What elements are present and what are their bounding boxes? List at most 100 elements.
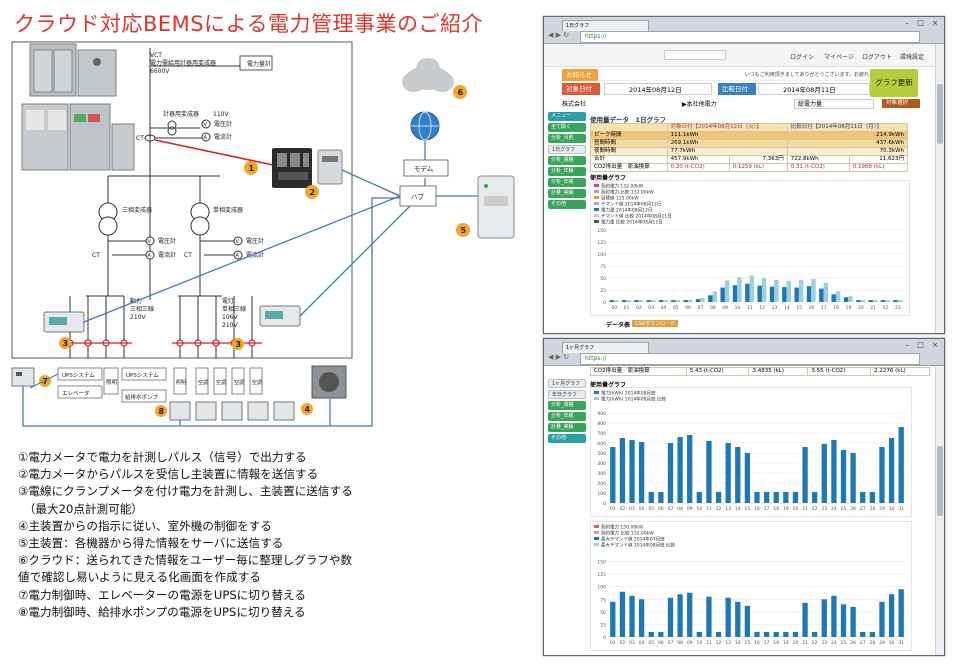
y-tick-label: 0 <box>603 501 606 507</box>
menu-logout[interactable]: ログアウト <box>862 54 893 61</box>
chart-bar <box>696 492 702 503</box>
x-tick-label: 04 <box>639 640 645 646</box>
legend-item: デマンド値 比較 2014年08月11日 <box>601 213 672 220</box>
scrollbar[interactable] <box>935 44 944 333</box>
clamp-meter-right <box>259 305 301 327</box>
address-bar[interactable]: https:// <box>580 31 920 43</box>
y-tick-label: 600 <box>597 441 606 447</box>
nav-results[interactable]: 計量_実績 <box>548 189 586 198</box>
browser-nav-icons[interactable]: ◀ ▶ ↻ <box>548 31 570 39</box>
y-tick-label: 800 <box>597 421 606 427</box>
x-tick-label: 18 <box>773 640 779 646</box>
nav-weekly[interactable]: 分析_週種 <box>548 401 586 410</box>
browser-window-monthly: 1ヶ月グラフ ◀ ▶ ↻ https:// – □ × CO2排出量 原油換算 … <box>543 338 945 656</box>
outdoor-unit <box>311 365 347 399</box>
browser-tab[interactable]: 1日グラフ <box>562 20 649 31</box>
scrollbar[interactable] <box>935 366 944 655</box>
chart-bar <box>812 492 818 503</box>
svg-text:6: 6 <box>458 88 464 97</box>
nav-daily-graph[interactable]: 1日グラフ <box>548 145 586 154</box>
x-tick-label: 06 <box>685 305 691 311</box>
x-tick-label: 27 <box>860 640 866 646</box>
x-tick-label: 09 <box>722 305 728 311</box>
x-tick-label: 20 <box>793 506 799 512</box>
nav-yearly[interactable]: 分析_年報 <box>548 167 586 176</box>
chart-bar <box>769 286 775 302</box>
chart-bar <box>869 492 875 503</box>
cubicle-photo-top <box>29 43 117 97</box>
target-select-button[interactable]: 対象選択 <box>882 99 920 108</box>
number-badge-5 <box>456 223 470 237</box>
vct-label: VCT <box>150 52 162 59</box>
nav-monthly[interactable]: 分析_月別 <box>548 134 586 143</box>
x-tick-label: 12 <box>716 506 722 512</box>
legend-item: デマンド値 2014年08月12日 <box>601 201 661 208</box>
chart-bar <box>648 631 654 637</box>
kind-select[interactable]: 総電力量 <box>794 99 874 109</box>
graph-update-button[interactable]: グラフ更新 <box>870 69 918 97</box>
usage-graph-title: 使用量グラフ <box>590 175 627 182</box>
chart-bar <box>856 300 861 302</box>
nav-monthly-graph[interactable]: 1ヶ月グラフ <box>548 379 586 388</box>
browser-tab[interactable]: 1ヶ月グラフ <box>562 342 649 353</box>
chart-bar <box>687 299 693 302</box>
nav-menu[interactable]: メニュー <box>548 112 586 121</box>
menu-login[interactable]: ログイン <box>790 54 815 61</box>
chart-bar <box>860 300 866 302</box>
y-tick-label: 50 <box>600 610 606 616</box>
number-badge-1 <box>244 161 258 175</box>
number-badge-2 <box>305 185 319 199</box>
ct-label-right: CT <box>184 252 192 259</box>
legend-item: 最大デマンド値 2014年08月度 比較 <box>601 542 676 549</box>
nav-yearly[interactable]: 分析_年報 <box>548 412 586 421</box>
x-tick-label: 12 <box>716 640 722 646</box>
description-item: 値で確認し易いように見える化画面を作成する <box>18 570 261 585</box>
chart-bar <box>658 300 664 302</box>
x-tick-label: 11 <box>706 506 712 512</box>
window-controls[interactable]: – □ × <box>905 341 941 349</box>
target-date-field[interactable]: 2014年08月12日 <box>604 83 712 95</box>
number-badge-4 <box>301 403 313 415</box>
y-tick-label: 400 <box>597 461 606 467</box>
x-tick-label: 26 <box>850 640 856 646</box>
nav-weekly[interactable]: 分析_週種 <box>548 156 586 165</box>
chart-bar <box>648 492 654 503</box>
svg-text:106V: 106V <box>222 314 238 321</box>
elevator-label: エレベータ <box>62 389 90 397</box>
csv-download-button[interactable]: CSVダウンロード <box>632 320 679 327</box>
chart-bar <box>819 288 824 302</box>
x-tick-label: 14 <box>735 506 741 512</box>
x-tick-label: 30 <box>889 640 895 646</box>
nav-expand-all[interactable]: 全て開く <box>548 123 586 132</box>
compare-date-field[interactable]: 2014年08月11日 <box>758 83 870 95</box>
number-badge-3-right <box>232 338 244 350</box>
nav-yearly-2[interactable]: 分析_年報 <box>548 178 586 187</box>
nav-results[interactable]: 計量_実績 <box>548 423 586 432</box>
chart-bar <box>744 453 751 503</box>
menu-mypage[interactable]: マイページ <box>824 54 854 61</box>
chart-bar <box>783 631 789 637</box>
svg-text:8: 8 <box>159 407 165 416</box>
window-controls[interactable]: – □ × <box>905 19 941 27</box>
x-tick-label: 18 <box>833 305 839 311</box>
chart-bar <box>715 631 722 637</box>
address-bar[interactable]: https:// <box>580 353 920 365</box>
nav-year-day-graph[interactable]: 年日グラフ <box>548 390 586 399</box>
x-tick-label: 05 <box>673 305 679 311</box>
chart-bar <box>893 300 898 302</box>
building-outline <box>11 41 353 359</box>
nav-other[interactable]: その他 <box>548 434 586 443</box>
legend-item: 契約電力 比較 132.00kW <box>601 530 654 537</box>
legend-swatch <box>594 543 599 546</box>
svg-text:210V: 210V <box>130 314 146 321</box>
nav-other[interactable]: その他 <box>548 200 586 209</box>
legend-item: 契約電力 132.00kW <box>601 183 644 190</box>
chart-bar <box>848 296 853 302</box>
compare-date-label: 比較日付 <box>718 83 756 95</box>
light-load-label: 電灯 <box>222 297 234 305</box>
browser-nav-icons[interactable]: ◀ ▶ ↻ <box>548 353 570 361</box>
voltmeter-label-top: 電圧計 <box>214 120 232 128</box>
chart-bar <box>735 601 741 637</box>
y-tick-label: 150 <box>597 560 606 566</box>
menu-settings[interactable]: 環境設定 <box>900 54 925 61</box>
